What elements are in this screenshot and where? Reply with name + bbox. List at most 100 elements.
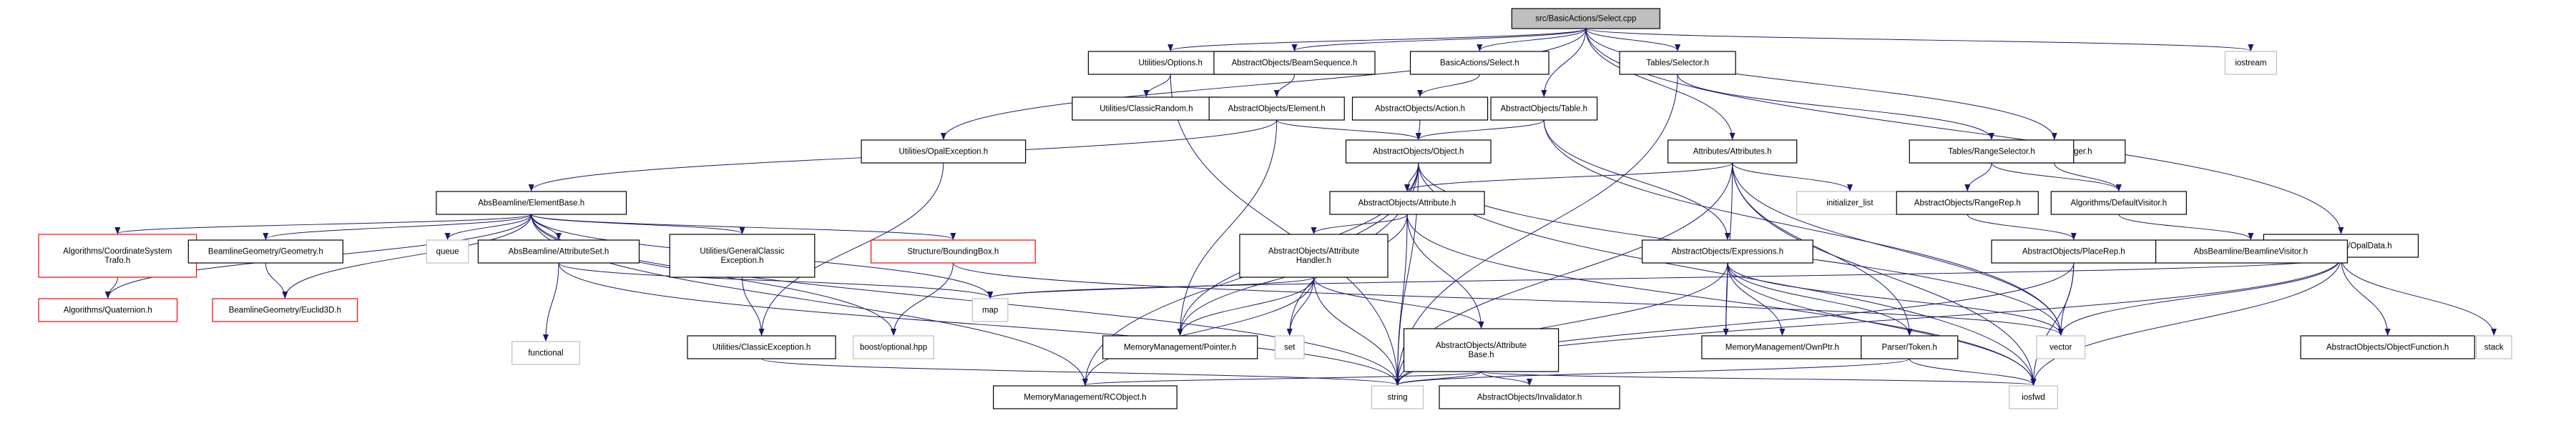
node-label: AbstractObjects/Element.h [1228, 105, 1326, 114]
node-element[interactable]: AbstractObjects/Element.h [1208, 96, 1345, 121]
node-functional: functional [511, 341, 580, 365]
node-optional: boost/optional.hpp [853, 335, 934, 359]
edge-placerep-to-iosfwd [2030, 262, 2075, 386]
node-beamvis[interactable]: AbsBeamline/BeamlineVisitor.h [2153, 239, 2349, 264]
edge-root-to-tsel [1585, 28, 1681, 51]
node-label: Algorithms/CoordinateSystem [63, 247, 172, 256]
node-string: string [1371, 385, 1424, 409]
node-label: BasicActions/Select.h [1440, 59, 1519, 68]
node-action[interactable]: AbstractObjects/Action.h [1351, 96, 1489, 121]
node-label: Exception.h [720, 257, 763, 265]
edge-attrbase-to-iosfwd [1481, 371, 2036, 386]
node-queue: queue [426, 239, 469, 264]
node-vector: vector [2036, 335, 2086, 359]
edge-flagger-to-defvis [2054, 162, 2122, 191]
node-box [1490, 96, 1598, 121]
edge-root-to-attrs [1585, 28, 1735, 140]
node-selecth[interactable]: BasicActions/Select.h [1409, 51, 1549, 75]
node-ptoken[interactable]: Parser/Token.h [1861, 335, 1959, 359]
node-box [1896, 191, 2039, 215]
node-label: Structure/BoundingBox.h [907, 248, 999, 257]
edge-ptoken-to-string [1394, 358, 1910, 386]
node-label: Attributes/Attributes.h [1693, 148, 1772, 156]
node-label: vector [2049, 344, 2072, 352]
node-box [38, 298, 178, 322]
node-box [1701, 335, 1864, 359]
node-box [187, 239, 343, 264]
node-mmpointer[interactable]: MemoryManagement/Pointer.h [1102, 335, 1258, 359]
node-crandom[interactable]: Utilities/ClassicRandom.h [1072, 96, 1221, 121]
node-label: functional [528, 349, 563, 358]
node-geom[interactable]: BeamlineGeometry/Geometry.h [187, 239, 343, 264]
node-quat[interactable]: Algorithms/Quaternion.h [38, 298, 178, 322]
node-box [212, 298, 358, 322]
node-defvis[interactable]: Algorithms/DefaultVisitor.h [2050, 191, 2187, 215]
node-attrs[interactable]: Attributes/Attributes.h [1667, 139, 1798, 164]
node-box [853, 335, 934, 359]
node-box [511, 341, 580, 365]
node-opalexc[interactable]: Utilities/OpalException.h [861, 139, 1027, 164]
node-box [426, 239, 469, 264]
node-ownptr[interactable]: MemoryManagement/OwnPtr.h [1701, 335, 1864, 359]
node-label: Algorithms/DefaultVisitor.h [2070, 199, 2167, 208]
node-tsel[interactable]: Tables/Selector.h [1619, 51, 1736, 75]
edge-attrset-to-string [558, 262, 1401, 386]
node-box [971, 298, 1009, 322]
node-euclid[interactable]: BeamlineGeometry/Euclid3D.h [212, 298, 358, 322]
edge-root-to-beamseq [1291, 28, 1587, 51]
node-box [1371, 385, 1424, 409]
edge-opaldata-to-map [987, 257, 2341, 299]
node-attribute[interactable]: AbstractObjects/Attribute.h [1329, 191, 1485, 215]
edge-genexc-to-cexc [742, 277, 765, 336]
node-invalidator[interactable]: AbstractObjects/Invalidator.h [1439, 385, 1620, 409]
node-label: set [1284, 344, 1296, 352]
edge-attrhandler-to-set [1286, 277, 1315, 336]
edge-geom-to-euclid [265, 262, 288, 299]
node-box [669, 234, 816, 278]
node-label: AbstractObjects/BeamSequence.h [1232, 59, 1358, 68]
edge-table-to-exprs [1543, 119, 1730, 240]
node-label: Handler.h [1296, 257, 1331, 265]
edge-rsel-to-defvis [1991, 162, 2122, 191]
node-cexc[interactable]: Utilities/ClassicException.h [687, 335, 836, 359]
edge-attribute-to-attrhandler [1311, 214, 1408, 234]
node-bbox[interactable]: Structure/BoundingBox.h [870, 239, 1036, 264]
node-label: stack [2484, 344, 2504, 352]
node-beamseq[interactable]: AbstractObjects/BeamSequence.h [1213, 51, 1376, 75]
node-label: MemoryManagement/RCObject.h [1024, 394, 1146, 402]
edge-root-to-opalexc [940, 28, 1587, 140]
node-label: AbstractObjects/Object.h [1373, 148, 1464, 156]
node-rcobject[interactable]: MemoryManagement/RCObject.h [993, 385, 1177, 409]
node-rsel[interactable]: Tables/RangeSelector.h [1909, 139, 2075, 164]
node-exprs[interactable]: AbstractObjects/Expressions.h [1642, 239, 1813, 264]
node-label: Trafo.h [104, 257, 130, 265]
node-box [38, 234, 197, 278]
node-box [2009, 385, 2058, 409]
node-table[interactable]: AbstractObjects/Table.h [1490, 96, 1598, 121]
node-label: initializer_list [1826, 199, 1874, 208]
node-attrset[interactable]: AbsBeamline/AttributeSet.h [477, 239, 640, 264]
node-label: string [1387, 394, 1407, 402]
edge-exprs-to-ownptr [1727, 262, 1786, 336]
node-initlist: initializer_list [1796, 191, 1904, 215]
node-label: boost/optional.hpp [860, 344, 927, 352]
node-label: MemoryManagement/OwnPtr.h [1725, 344, 1839, 352]
node-rangerep[interactable]: AbstractObjects/RangeRep.h [1896, 191, 2039, 215]
node-object[interactable]: AbstractObjects/Object.h [1345, 139, 1492, 164]
node-label: AbstractObjects/Invalidator.h [1477, 394, 1582, 402]
node-objfunc[interactable]: AbstractObjects/ObjectFunction.h [2300, 335, 2475, 359]
edge-table-to-object [1415, 119, 1544, 140]
edge-attrset-to-functional [542, 262, 559, 342]
node-box [2224, 51, 2277, 75]
node-box [993, 385, 1177, 409]
node-box [2475, 335, 2512, 359]
node-root[interactable]: src/BasicActions/Select.cpp [1511, 8, 1660, 29]
node-elembase[interactable]: AbsBeamline/ElementBase.h [436, 191, 627, 215]
edge-selecth-to-action [1417, 74, 1480, 97]
node-box [1403, 328, 1559, 372]
node-placerep[interactable]: AbstractObjects/PlaceRep.h [1991, 239, 2157, 264]
